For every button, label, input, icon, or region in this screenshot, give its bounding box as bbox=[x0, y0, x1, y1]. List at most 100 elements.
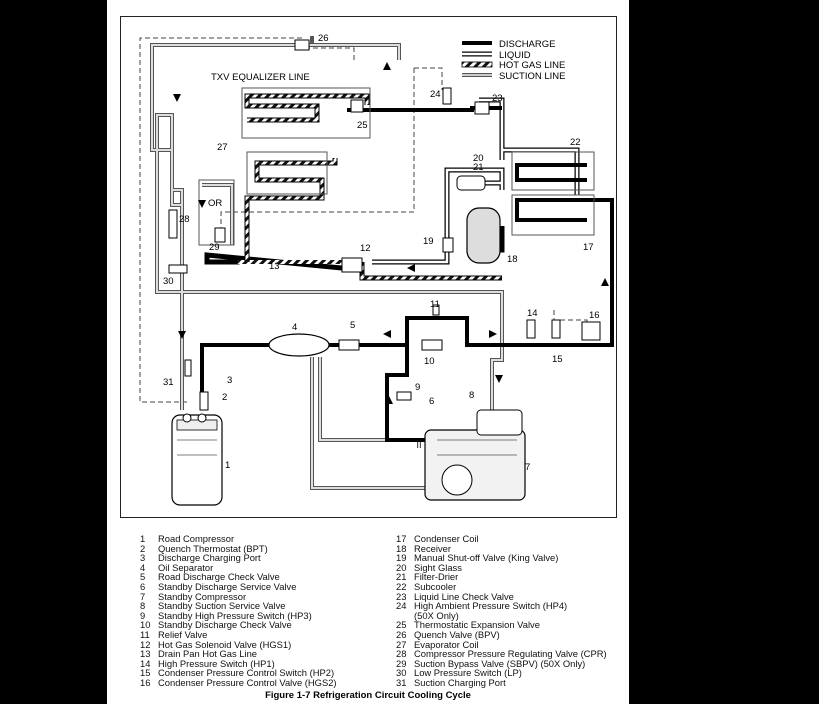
standby-hp-switch bbox=[396, 391, 412, 401]
low-pressure-switch bbox=[168, 264, 188, 274]
legend-hotgas-label: HOT GAS LINE bbox=[499, 60, 565, 71]
coil-boxes bbox=[198, 87, 595, 246]
label-21: 21 bbox=[473, 162, 484, 173]
hot-gas-solenoid bbox=[341, 257, 363, 273]
label-17: 17 bbox=[583, 242, 594, 253]
label-15: 15 bbox=[552, 354, 563, 365]
txv-valve bbox=[350, 99, 364, 113]
receiver bbox=[466, 207, 501, 264]
label-27: 27 bbox=[217, 142, 228, 153]
discharge-lines bbox=[200, 106, 614, 442]
label-3: 3 bbox=[227, 375, 232, 386]
oil-separator bbox=[268, 333, 330, 357]
suction-charging-port bbox=[184, 359, 192, 377]
label-or: OR bbox=[208, 198, 222, 209]
legend-liquid-label: LIQUID bbox=[499, 50, 531, 61]
valves-and-switches bbox=[168, 39, 601, 411]
relief-valve bbox=[432, 304, 440, 316]
quench-thermostat bbox=[199, 391, 209, 411]
standby-compressor bbox=[424, 409, 526, 501]
label-23: 23 bbox=[492, 93, 503, 104]
document-page: DISCHARGE LIQUID HOT GAS LINE SUCTION LI… bbox=[107, 0, 629, 704]
label-12: 12 bbox=[360, 243, 371, 254]
legend-suction-label: SUCTION LINE bbox=[499, 71, 566, 82]
label-28: 28 bbox=[179, 214, 190, 225]
label-11: 11 bbox=[430, 299, 440, 310]
label-txv-equalizer-line: TXV EQUALIZER LINE bbox=[211, 72, 310, 83]
filter-drier bbox=[456, 175, 486, 191]
road-compressor bbox=[171, 413, 223, 506]
label-1: 1 bbox=[225, 460, 230, 471]
label-4: 4 bbox=[292, 322, 297, 333]
component-callouts: 1 2 3 4 5 6 7 8 9 10 11 12 13 14 15 16 1… bbox=[163, 33, 600, 473]
king-valve bbox=[442, 237, 454, 253]
label-8: 8 bbox=[469, 390, 474, 401]
suction-lines bbox=[150, 36, 504, 490]
flow-arrows bbox=[173, 62, 609, 404]
high-ambient-switch bbox=[442, 87, 452, 105]
label-2: 2 bbox=[222, 392, 227, 403]
label-31: 31 bbox=[163, 377, 174, 388]
road-discharge-check-valve bbox=[338, 339, 360, 351]
label-22: 22 bbox=[570, 137, 581, 148]
label-30: 30 bbox=[163, 276, 174, 287]
standby-discharge-check-valve bbox=[421, 339, 443, 351]
list-item: (50X Only) bbox=[414, 609, 459, 621]
label-9: 9 bbox=[415, 382, 420, 393]
refrigeration-diagram: DISCHARGE LIQUID HOT GAS LINE SUCTION LI… bbox=[139, 33, 614, 506]
label-6: 6 bbox=[429, 396, 434, 407]
legend-discharge-label: DISCHARGE bbox=[499, 39, 555, 50]
label-19: 19 bbox=[423, 236, 434, 247]
label-25: 25 bbox=[357, 120, 368, 131]
condenser-control-switch bbox=[551, 319, 561, 339]
label-14: 14 bbox=[527, 308, 538, 319]
line-legend: DISCHARGE LIQUID HOT GAS LINE SUCTION LI… bbox=[461, 39, 566, 82]
label-5: 5 bbox=[350, 320, 355, 331]
diagram-frame bbox=[120, 16, 617, 518]
label-29: 29 bbox=[209, 242, 220, 253]
label-20: 20 bbox=[473, 153, 484, 164]
condenser-control-valve bbox=[581, 321, 601, 341]
figure-caption: Figure 1-7 Refrigeration Circuit Cooling… bbox=[265, 690, 471, 701]
cpr-valve bbox=[168, 209, 178, 239]
label-24: 24 bbox=[430, 89, 441, 100]
liquid-check-valve bbox=[474, 101, 490, 115]
label-13: 13 bbox=[269, 261, 280, 272]
label-18: 18 bbox=[507, 254, 518, 265]
label-7: 7 bbox=[525, 462, 530, 473]
high-pressure-switch-hp1 bbox=[526, 319, 536, 339]
suction-bypass-valve bbox=[214, 227, 226, 243]
quench-valve bbox=[294, 39, 310, 51]
legend-hotgas-swatch bbox=[461, 61, 493, 68]
